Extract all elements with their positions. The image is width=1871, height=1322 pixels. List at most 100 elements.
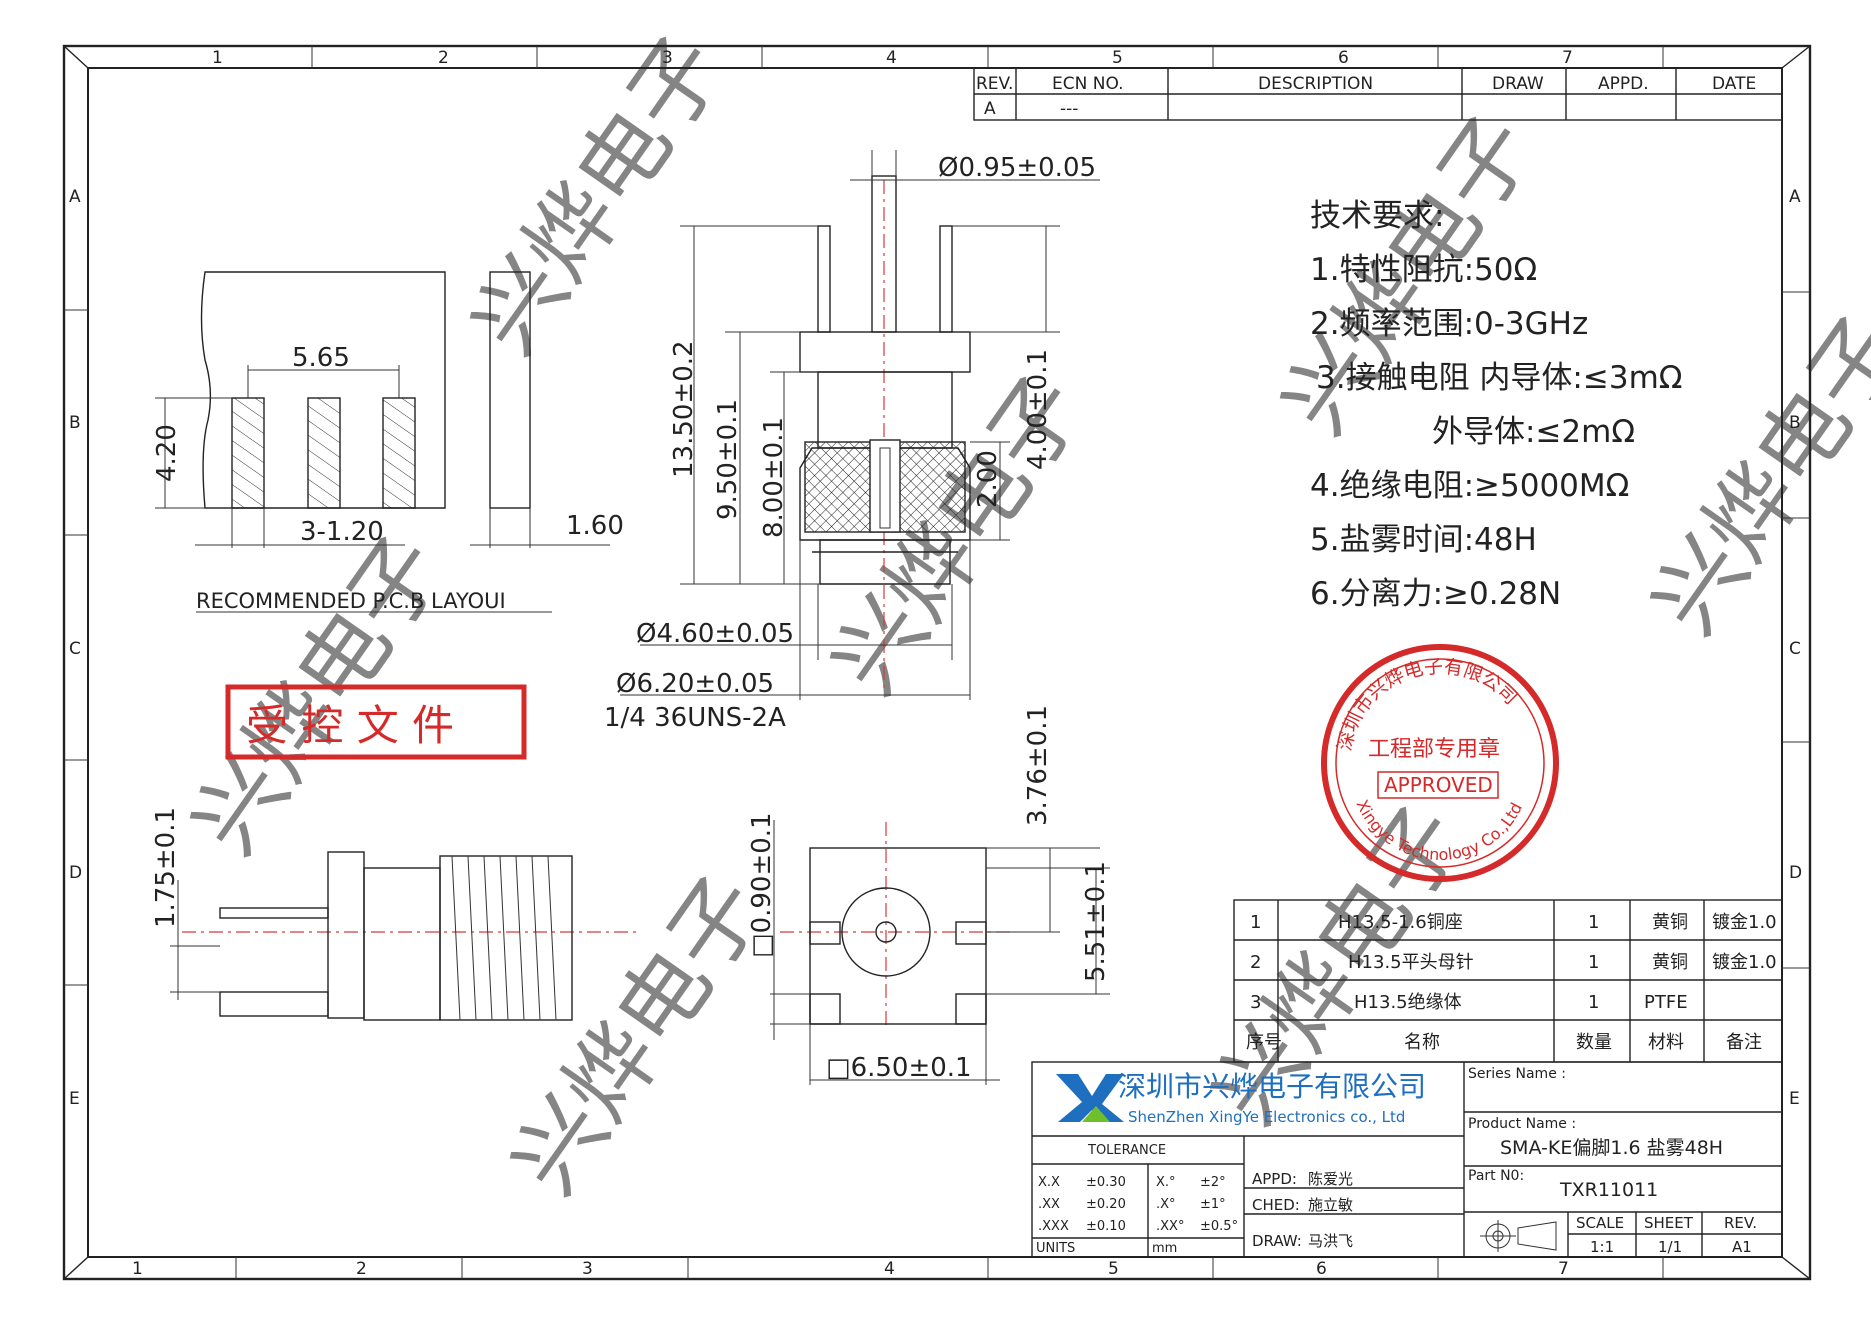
tol-b: ±0.20 [1086, 1197, 1126, 1212]
ecn-header: ECN NO. [1052, 74, 1124, 94]
col-label: 3 [662, 48, 673, 68]
tolerance-label: TOLERANCE [1087, 1143, 1166, 1158]
company-name-en: ShenZhen XingYe Electronics co., Ltd [1128, 1108, 1405, 1126]
watermarks: 兴烨电子 兴烨电子 兴烨电子 兴烨电子 兴烨电子 兴烨电子 兴烨电子 [172, 17, 1871, 1212]
col-label: 1 [212, 48, 223, 68]
watermark: 兴烨电子 [492, 857, 784, 1212]
bom-header-note: 备注 [1726, 1032, 1762, 1053]
ched-value: 施立敏 [1308, 1196, 1353, 1214]
seal-status: APPROVED [1384, 773, 1493, 797]
rev-header: REV. [976, 74, 1013, 94]
bom-header-name: 名称 [1404, 1032, 1440, 1053]
dim-bottom: □6.50±0.1 [826, 1053, 972, 1083]
part-label: Part N0: [1468, 1168, 1524, 1184]
dim-body: 9.50±0.1 [713, 399, 743, 520]
thread-spec: 1/4 36UNS-2A [604, 703, 786, 733]
tol-b: ±0.30 [1086, 1175, 1126, 1190]
col-label: 2 [438, 48, 449, 68]
col-label: 5 [1112, 48, 1123, 68]
bom-material: 黄铜 [1652, 952, 1688, 973]
row-label: D [69, 863, 82, 883]
ched-label: CHED: [1252, 1196, 1300, 1214]
date-header: DATE [1712, 74, 1756, 94]
col-label: 6 [1316, 1259, 1327, 1279]
scale-label: SCALE [1576, 1214, 1624, 1232]
tech-item: 3.接触电阻 内导体:≤3mΩ [1316, 360, 1682, 396]
dim-pitch: 5.65 [292, 343, 350, 373]
row-label: E [1789, 1089, 1800, 1109]
tol-a: .XX [1038, 1197, 1060, 1212]
rev-value: A [984, 99, 996, 119]
appd-value: 陈爱光 [1308, 1170, 1353, 1188]
appd-label: APPD: [1252, 1170, 1297, 1188]
draw-header: DRAW [1492, 74, 1544, 94]
horizontal-view: 1.75±0.1 [151, 807, 640, 1021]
pcb-caption: RECOMMENDED P.C.B LAYOUI [196, 589, 506, 613]
bom-header-no: 序号 [1246, 1032, 1282, 1053]
tol-c: X.° [1156, 1175, 1176, 1190]
bom-header-material: 材料 [1648, 1032, 1684, 1053]
bom-note: 镀金1.0 [1712, 952, 1777, 973]
watermark: 兴烨电子 [812, 357, 1104, 712]
draw-label: DRAW: [1252, 1232, 1302, 1250]
row-label: B [69, 413, 81, 433]
dim-height: 4.20 [152, 424, 182, 482]
units-value: mm [1152, 1241, 1177, 1256]
bom-qty: 1 [1588, 992, 1599, 1013]
tech-title: 技术要求: [1310, 198, 1444, 234]
front-view: 3.76±0.1 □0.90±0.1 5.51±0.1 □6.50±0.1 [747, 705, 1111, 1085]
dim-inner-dia: Ø4.60±0.05 [636, 619, 794, 649]
row-label: D [1789, 863, 1802, 883]
part-value: TXR11011 [1559, 1179, 1658, 1201]
tol-d: ±0.5° [1200, 1219, 1238, 1234]
rev-label: REV. [1724, 1214, 1757, 1232]
bom-no: 2 [1250, 952, 1261, 973]
dim-left: 1.75±0.1 [151, 807, 181, 928]
col-label: 4 [884, 1259, 895, 1279]
units-label: UNITS [1036, 1241, 1075, 1256]
side-section-view: Ø0.95±0.05 13.50±0.2 9.50±0.1 8.00±0.1 4… [604, 150, 1100, 733]
company-logo-icon [1056, 1074, 1124, 1122]
dim-insulator: 8.00±0.1 [759, 417, 789, 538]
dim-board: 1.60 [566, 511, 624, 541]
tech-item: 6.分离力:≥0.28N [1310, 576, 1561, 612]
description-header: DESCRIPTION [1258, 74, 1373, 94]
scale-value: 1:1 [1590, 1238, 1614, 1256]
watermark: 兴烨电子 [452, 17, 744, 372]
col-label: 3 [582, 1259, 593, 1279]
draw-value: 马洪飞 [1308, 1232, 1353, 1250]
bom-material: PTFE [1644, 992, 1688, 1013]
tech-requirements: 技术要求: 1.特性阻抗:50Ω 2.频率范围:0-3GHz 3.接触电阻 内导… [1310, 198, 1682, 612]
watermark: 兴烨电子 [172, 517, 464, 872]
sheet-value: 1/1 [1658, 1238, 1682, 1256]
sheet-label: SHEET [1644, 1214, 1694, 1232]
tech-item: 外导体:≤2mΩ [1432, 414, 1635, 450]
tol-a: X.X [1038, 1175, 1060, 1190]
bom-name: H13.5绝缘体 [1354, 992, 1462, 1013]
tol-c: .X° [1156, 1197, 1176, 1212]
company-name-cn: 深圳市兴烨电子有限公司 [1118, 1070, 1426, 1103]
col-label: 4 [886, 48, 897, 68]
col-label: 2 [356, 1259, 367, 1279]
bom-no: 1 [1250, 912, 1261, 933]
bom-material: 黄铜 [1652, 912, 1688, 933]
dim-pin-dia: Ø0.95±0.05 [938, 153, 1096, 183]
revision-table: REV. ECN NO. DESCRIPTION DRAW APPD. DATE… [973, 67, 1783, 121]
tol-d: ±1° [1200, 1197, 1226, 1212]
pcb-layout-view: 5.65 4.20 3-1.20 1.60 RECOMMENDED P.C.B … [152, 271, 624, 613]
dim-top: 3.76±0.1 [1023, 705, 1053, 826]
col-label: 6 [1338, 48, 1349, 68]
bom-header-qty: 数量 [1576, 1032, 1612, 1053]
row-label: E [69, 1089, 80, 1109]
tol-c: .XX° [1156, 1219, 1184, 1234]
tech-item: 4.绝缘电阻:≥5000MΩ [1310, 468, 1629, 504]
dim-left: □0.90±0.1 [747, 812, 777, 958]
bom-qty: 1 [1588, 952, 1599, 973]
dim-total: 13.50±0.2 [669, 340, 699, 478]
projection-symbol-icon [1480, 1220, 1557, 1252]
col-label: 7 [1558, 1259, 1569, 1279]
tech-item: 2.频率范围:0-3GHz [1310, 306, 1588, 342]
tol-b: ±0.10 [1086, 1219, 1126, 1234]
bom-note: 镀金1.0 [1712, 912, 1777, 933]
bom-name: H13.5平头母针 [1348, 952, 1474, 973]
